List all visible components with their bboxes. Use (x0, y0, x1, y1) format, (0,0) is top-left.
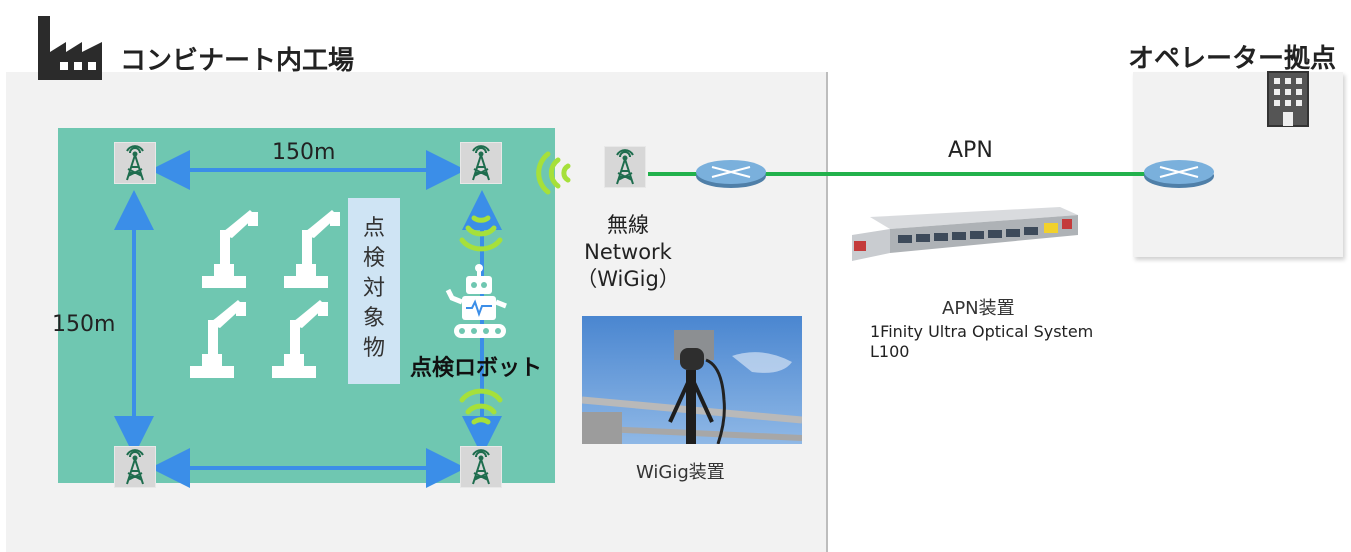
robot-label: 点検ロボット (410, 356, 543, 381)
tower-icon (460, 142, 502, 184)
wireless-label: 無線 Network （WiGig） (570, 212, 686, 293)
signal-icon (526, 150, 576, 200)
wireless-line3: （WiGig） (576, 267, 680, 291)
wireless-line1: 無線 (607, 213, 649, 237)
wigig-device-photo (582, 316, 802, 444)
robot-arm-icon (200, 204, 260, 290)
target-char: 検 (362, 246, 385, 271)
tower-icon (114, 142, 156, 184)
signal-icon (458, 212, 504, 262)
factory-icon (36, 12, 106, 86)
factory-title: コンビナート内工場 (120, 46, 355, 76)
apn-device-label: APN装置 (942, 298, 1015, 319)
router-icon (694, 158, 768, 194)
tower-icon (604, 146, 646, 188)
apn-device-model-line1: 1Finity Ultra Optical System (870, 322, 1094, 341)
apn-device-model-line2: L100 (870, 342, 910, 361)
distance-horizontal-label: 150m (272, 140, 336, 165)
wireless-line2: Network (584, 240, 672, 264)
robot-icon (444, 262, 510, 346)
target-char: 点 (362, 216, 385, 241)
target-char: 物 (362, 336, 385, 361)
signal-icon (458, 382, 504, 432)
link-label: APN (948, 138, 993, 163)
inspection-target-label: 点 検 対 象 物 (348, 198, 400, 384)
wigig-device-caption: WiGig装置 (636, 462, 725, 483)
distance-vertical-label: 150m (52, 312, 116, 337)
router-icon (1142, 158, 1216, 194)
tower-icon (114, 446, 156, 488)
robot-arm-icon (188, 294, 248, 380)
apn-device-model: 1Finity Ultra Optical System L100 (870, 322, 1093, 362)
tower-icon (460, 446, 502, 488)
building-icon (1266, 70, 1310, 132)
target-char: 象 (362, 306, 385, 331)
operator-title: オペレーター拠点 (1128, 44, 1337, 74)
target-char: 対 (362, 276, 385, 301)
robot-arm-icon (282, 204, 342, 290)
apn-device-image (850, 205, 1080, 277)
robot-arm-icon (270, 294, 330, 380)
